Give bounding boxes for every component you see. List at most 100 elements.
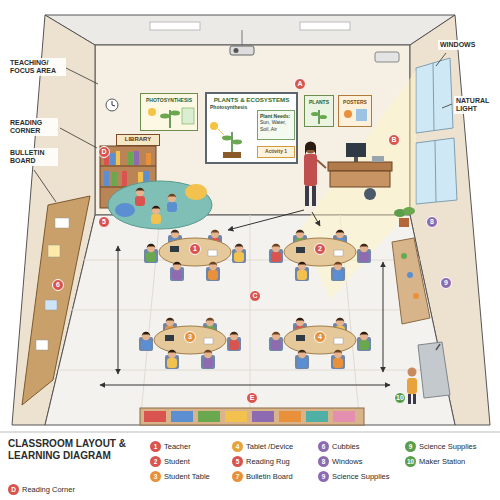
callout-number: 3 [154,473,158,480]
bulletin-board [36,340,48,350]
callout-number: 7 [236,473,240,480]
student-tables [227,332,241,351]
science-counter [392,238,430,324]
maker-station [418,342,450,398]
area-label: TEACHING/ FOCUS AREA [8,58,66,76]
cubbies [198,411,220,422]
legend-item: 1Teacher [150,441,191,452]
distance-arrow [118,246,119,374]
info-box: Plant Needs:Sun, Water, Soil, Air [257,110,295,140]
legend-divider [0,432,500,433]
whiteboard-art [218,129,224,135]
legend-text: Tablet /Device [246,441,293,452]
cubbies [171,411,193,422]
callout-number: 2 [154,458,158,465]
distance-arrow [312,212,320,226]
teacher-desk [364,188,376,200]
student-tables [232,244,246,263]
callout-number: 8 [426,216,438,228]
legend-item: 2 Student [150,456,190,467]
callout-number: 1 [189,243,201,255]
legend-item: 5Reading Rug [232,456,290,467]
student-tables [204,338,213,344]
student-tables [295,350,309,369]
legend-item: 8Windows [318,456,362,467]
legend-item: 4Tablet /Device [232,441,293,452]
maker-station [436,344,440,350]
callout-number: 9 [322,473,326,480]
maker-station [408,368,417,377]
cubbies [225,411,247,422]
student-tables [144,244,158,263]
legend-item: 3Student Table [150,471,210,482]
leader-line [442,104,452,108]
student-tables [357,244,371,263]
poster-art [182,108,194,124]
teacher [312,186,316,206]
reading-rug [185,184,207,200]
node-text: Sun, Water, Soil, Air [260,119,292,132]
legend-swatch: 6 [318,441,329,452]
legend-item: 9Science Supplies [318,471,390,482]
student-tables [296,335,305,341]
room-walls [72,310,430,311]
callout-number: 9 [409,443,413,450]
bulletin-board [45,300,57,310]
student-tables [139,332,153,351]
room-walls [140,215,160,425]
cubbies [333,411,355,422]
legend-text: Student [164,456,190,467]
teacher [304,154,317,186]
bulletin-board [22,196,90,405]
cubbies [252,411,274,422]
callout-number: 3 [184,331,196,343]
maker-station [413,394,416,404]
projector [234,48,239,53]
clock [112,101,113,105]
legend-item: 10Maker Station [405,456,465,467]
node-text: LIBRARY [118,136,158,144]
leader-line [66,68,98,84]
science-counter [399,218,409,227]
poster: PLANTS [304,95,334,127]
student-tables [139,230,371,369]
callout-number: 10 [407,458,414,465]
student-tables [334,250,343,256]
reading-rug [108,181,212,229]
callout-number: D [11,486,16,493]
callout-number: B [388,134,400,146]
student-tables [331,262,345,281]
poster: PHOTOSYNTHESIS [140,93,198,131]
whiteboard-art [232,140,242,145]
poster-art [148,108,156,116]
legend-swatch: 2 [150,456,161,467]
cubbies [140,408,364,425]
student-tables [269,244,283,263]
distance-arrow [228,210,304,230]
maker-station [407,378,417,394]
projector [230,46,254,55]
teacher [304,142,326,207]
bookshelf [116,151,120,165]
callout-number: A [294,78,306,90]
legend-swatch: 7 [232,471,243,482]
legend-text: Science Supplies [419,441,477,452]
poster-art [338,95,372,127]
node-text: Photosynthesis [210,104,254,110]
poster-art [160,114,170,119]
teacher-desk [328,143,392,200]
student-tables [154,326,226,354]
bulletin-board [48,245,60,257]
poster-art [344,110,352,118]
callout-number: 4 [314,331,326,343]
leader-line [436,53,446,66]
teacher [305,142,316,156]
legend-swatch: D [8,484,19,495]
student-tables [295,262,309,281]
whiteboard-art [205,92,297,164]
legend-text: Reading Corner [22,484,75,495]
science-counter [413,293,419,299]
area-label: NATURAL LIGHT [454,96,496,114]
reading-rug [115,203,135,217]
callout-number: 6 [52,279,64,291]
